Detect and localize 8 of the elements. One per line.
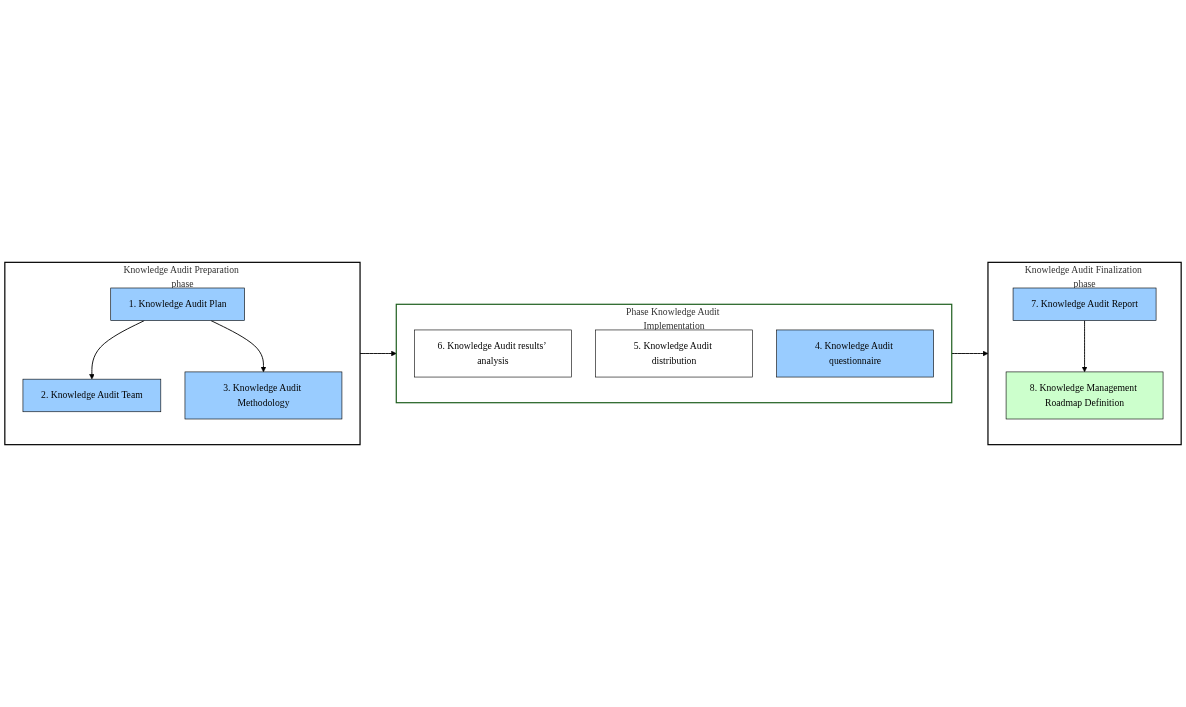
- node-box: 1. Knowledge Audit Plan: [110, 287, 245, 321]
- node-box: 8. Knowledge Management Roadmap Definition: [1005, 371, 1164, 420]
- node-box: 2. Knowledge Audit Team: [22, 378, 162, 413]
- node-box: 4. Knowledge Audit questionnaire: [776, 329, 934, 378]
- node-box: 5. Knowledge Audit distribution: [595, 329, 753, 378]
- node-box: 3. Knowledge Audit Methodology: [184, 371, 343, 420]
- node-box: 7. Knowledge Audit Report: [1012, 287, 1157, 321]
- node-box: 6. Knowledge Audit results’ analysis: [414, 329, 572, 378]
